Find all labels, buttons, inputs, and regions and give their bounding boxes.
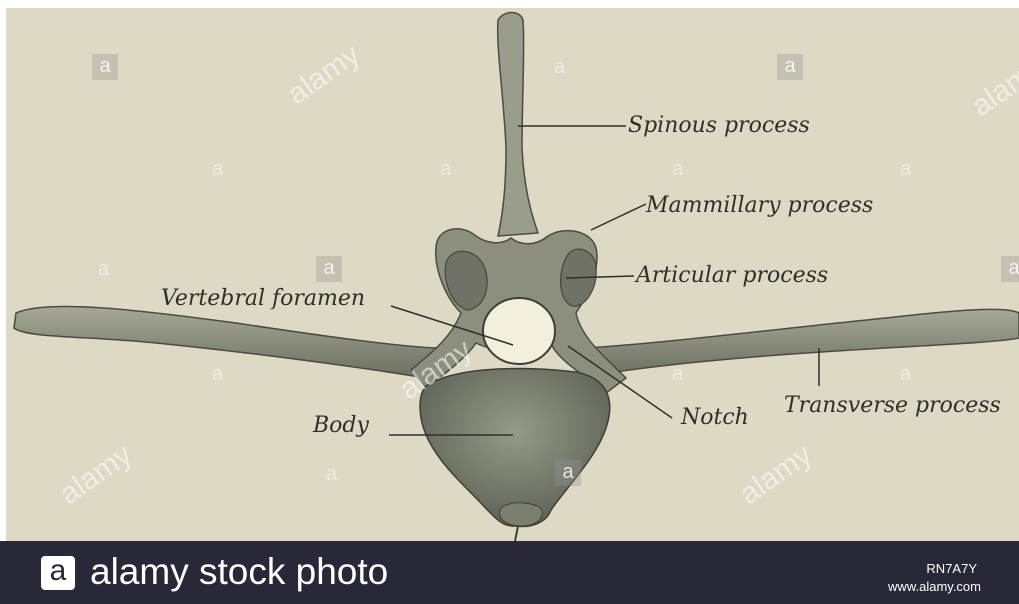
stock-photo-footer: a alamy stock photo RN7A7Y www.alamy.com — [0, 541, 1019, 604]
watermark-small: a — [326, 463, 337, 486]
body-lip — [500, 503, 543, 526]
label-notch: Notch — [681, 405, 749, 430]
watermark-small: a — [212, 158, 223, 181]
alamy-logo-icon: a — [41, 556, 75, 590]
vertebral-foramen — [483, 298, 555, 364]
brand-name: alamy stock photo — [90, 551, 388, 593]
transverse-process-right — [586, 309, 1019, 376]
site-url: www.alamy.com — [888, 579, 981, 594]
watermark-small: a — [440, 158, 451, 181]
watermark-small: a — [900, 363, 911, 386]
image-id: RN7A7Y — [926, 561, 977, 576]
label-articular-process: Articular process — [636, 263, 828, 288]
vertebra-drawing — [6, 8, 1019, 541]
watermark-logo: a — [316, 256, 342, 282]
watermark-small: a — [554, 56, 565, 79]
watermark-logo: a — [777, 54, 803, 80]
watermark-logo: a — [1001, 256, 1019, 282]
label-transverse-process: Transverse process — [784, 393, 1001, 418]
label-vertebral-foramen: Vertebral foramen — [161, 286, 365, 311]
watermark-small: a — [212, 363, 223, 386]
label-spinous-process: Spinous process — [628, 113, 810, 138]
watermark-logo: a — [555, 460, 581, 486]
label-mammillary-process: Mammillary process — [646, 193, 873, 218]
vertebra-illustration: a a a a a alamy alamy alamy alamy alamy … — [6, 8, 1019, 541]
watermark-logo: a — [92, 54, 118, 80]
watermark-small: a — [98, 258, 109, 281]
watermark-small: a — [672, 363, 683, 386]
spinous-process — [498, 13, 538, 237]
watermark-small: a — [900, 158, 911, 181]
label-body: Body — [313, 413, 369, 438]
watermark-small: a — [672, 158, 683, 181]
bottom-stem — [515, 526, 518, 541]
transverse-process-left — [14, 306, 436, 378]
